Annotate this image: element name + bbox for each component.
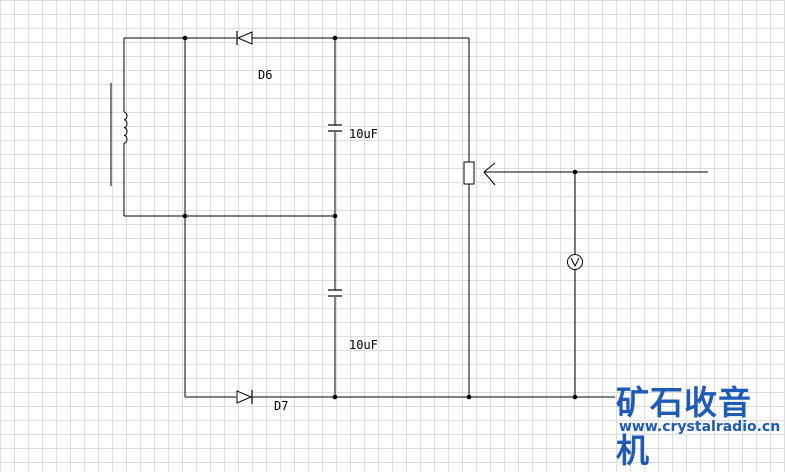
diode-icon [236,31,253,45]
capacitor-icon [327,124,343,132]
wires [123,37,708,398]
schematic-diagram [110,31,708,404]
inductor-icon [123,111,128,144]
diode-d6-label: D6 [258,68,273,82]
potentiometer-icon [463,161,496,186]
capacitor-bottom-label: 10uF [349,338,378,352]
watermark-url: www.crystalradio.cn [619,419,781,435]
diode-icon [236,390,253,404]
voltmeter-icon [567,254,583,270]
capacitor-icon [327,289,343,297]
junction-dot-icon [182,35,578,400]
capacitor-top-label: 10uF [349,127,378,141]
diode-d7-label: D7 [274,399,289,413]
